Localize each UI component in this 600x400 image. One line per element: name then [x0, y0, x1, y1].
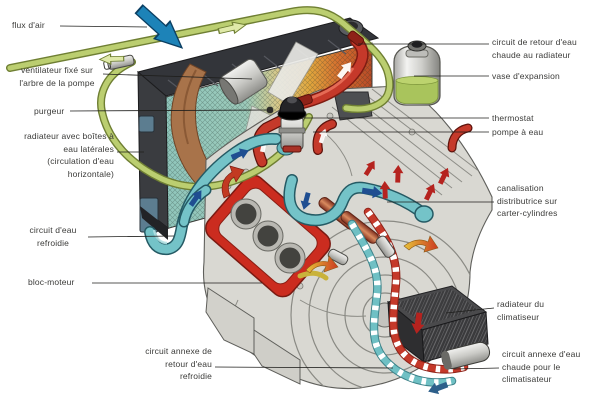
label-vase-expansion: vase d'expansion: [492, 71, 560, 81]
label-canalisation: canalisation distributrice sur carter-cy…: [497, 183, 558, 219]
air-flow-arrow: [130, 0, 192, 58]
label-ventilateur: ventilateur fixé sur l'arbre de la pompe: [19, 65, 95, 88]
cylinder-bores: [230, 198, 306, 274]
ac-drier-cylinder: [441, 341, 491, 370]
ac-circuit-hoses: [297, 207, 469, 387]
water-pump: [278, 115, 306, 153]
flow-arrows: [98, 0, 453, 398]
label-bloc-moteur: bloc-moteur: [28, 277, 75, 287]
label-thermostat: thermostat: [492, 113, 534, 123]
label-circuit-eau-refroidie: circuit d'eau refroidie: [29, 225, 77, 248]
label-circuit-annexe-refroidie: circuit annexe de retour d'eau refroidie: [145, 346, 212, 382]
fan-hub: [219, 58, 268, 105]
tank-cap: [407, 40, 427, 52]
ac-cold-dashed-hose: [347, 219, 457, 387]
label-flux-air: flux d'air: [12, 20, 45, 30]
expansion-tank: [393, 40, 441, 106]
label-radiateur: radiateur avec boîtes à eau latérales (c…: [24, 131, 114, 179]
label-radiateur-climatiseur: radiateur du climatiseur: [497, 299, 545, 322]
thermostat: [277, 96, 307, 121]
return-water-circuit-pipe: [6, 6, 394, 191]
label-circuit-annexe-chaude: circuit annexe d'eau chaude pour le clim…: [502, 349, 581, 385]
leader-lines: [59, 25, 500, 370]
label-circuit-retour-chaude: circuit de retour d'eau chaude au radiat…: [492, 37, 577, 60]
label-purgeur: purgeur: [34, 106, 65, 116]
label-pompe-eau: pompe à eau: [492, 127, 544, 137]
cold-water-hoses: [144, 132, 434, 256]
